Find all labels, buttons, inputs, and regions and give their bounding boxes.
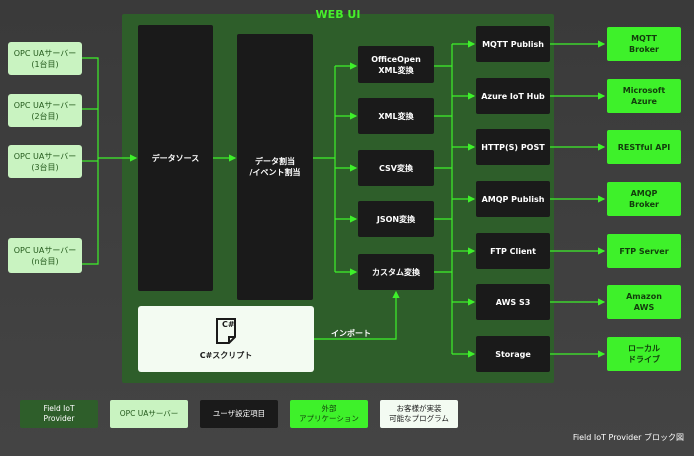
publisher-storage: Storage bbox=[476, 336, 550, 372]
csharp-icon-label: C# bbox=[222, 319, 235, 329]
legend-external-application: 外部 アプリケーション bbox=[290, 400, 368, 428]
legend-customer-program: お客様が実装 可能なプログラム bbox=[380, 400, 458, 428]
publisher-mqtt: MQTT Publish bbox=[476, 26, 550, 62]
external-microsoft-azure: Microsoft Azure bbox=[607, 79, 681, 113]
external-amqp-broker: AMQP Broker bbox=[607, 182, 681, 216]
opc-ua-server-2: OPC UAサーバー (2台目) bbox=[8, 94, 82, 127]
external-amazon-aws: Amazon AWS bbox=[607, 285, 681, 319]
legend-opc-ua-server: OPC UAサーバー bbox=[110, 400, 188, 428]
csharp-script-block: C# C#スクリプト bbox=[138, 306, 314, 372]
panel-title: WEB UI bbox=[315, 8, 361, 21]
external-restful-api: RESTful API bbox=[607, 130, 681, 164]
document-icon: C# bbox=[214, 317, 238, 344]
legend-user-settings: ユーザ設定項目 bbox=[200, 400, 278, 428]
publisher-aws-s3: AWS S3 bbox=[476, 284, 550, 320]
converter-custom: カスタム変換 bbox=[358, 254, 434, 290]
converter-xml: XML変換 bbox=[358, 98, 434, 134]
publisher-ftp-client: FTP Client bbox=[476, 233, 550, 269]
diagram-caption: Field IoT Provider ブロック図 bbox=[572, 433, 684, 442]
opc-ua-server-3: OPC UAサーバー (3台目) bbox=[8, 145, 82, 178]
converter-csv: CSV変換 bbox=[358, 150, 434, 186]
import-label: インポート bbox=[331, 329, 371, 338]
publisher-azure-iot-hub: Azure IoT Hub bbox=[476, 78, 550, 114]
external-mqtt-broker: MQTT Broker bbox=[607, 27, 681, 61]
publisher-https-post: HTTP(S) POST bbox=[476, 129, 550, 165]
converter-officeopen-xml: OfficeOpen XML変換 bbox=[358, 46, 434, 83]
datasource-block: データソース bbox=[138, 25, 213, 291]
opc-ua-server-1: OPC UAサーバー (1台目) bbox=[8, 42, 82, 75]
csharp-script-label: C#スクリプト bbox=[199, 350, 253, 360]
mapping-block: データ割当 /イベント割当 bbox=[237, 34, 313, 300]
external-ftp-server: FTP Server bbox=[607, 234, 681, 268]
converter-json: JSON変換 bbox=[358, 201, 434, 237]
publisher-amqp: AMQP Publish bbox=[476, 181, 550, 217]
legend-field-iot-provider: Field IoT Provider bbox=[20, 400, 98, 428]
external-local-drive: ローカル ドライブ bbox=[607, 337, 681, 371]
import-arrow bbox=[314, 290, 400, 340]
opc-ua-server-n: OPC UAサーバー (n台目) bbox=[8, 238, 82, 273]
